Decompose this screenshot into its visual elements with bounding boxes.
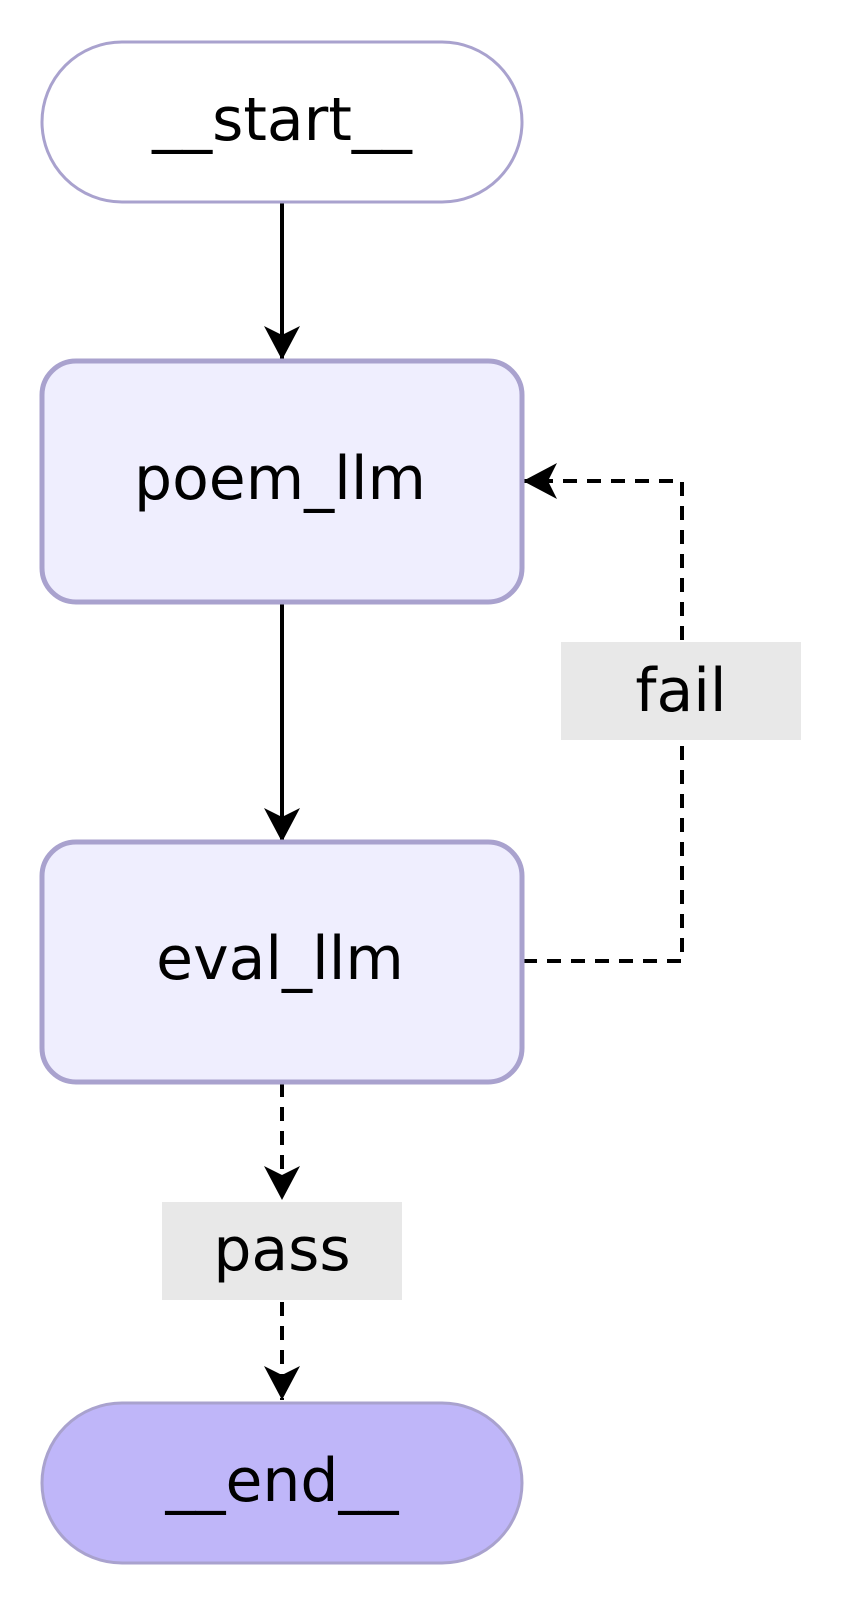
node-start-shape xyxy=(40,40,524,204)
node-end-shape xyxy=(40,1401,524,1565)
node-poem-llm[interactable]: poem_llm xyxy=(39,358,525,605)
node-poem-llm-shape xyxy=(39,358,525,605)
node-eval-llm-shape xyxy=(39,839,525,1085)
node-end-label: __end__ xyxy=(164,1446,399,1516)
node-end[interactable]: __end__ xyxy=(40,1401,524,1565)
node-eval-llm[interactable]: eval_llm xyxy=(39,839,525,1085)
edge-label-pass-text: pass xyxy=(213,1215,350,1285)
edge-label-fail-background xyxy=(561,642,801,740)
node-eval-llm-label: eval_llm xyxy=(156,924,404,994)
edge-label-pass: pass xyxy=(162,1202,402,1300)
edge-eval-llm-fail-to-poem-llm xyxy=(523,463,684,963)
edge-label-pass-background xyxy=(162,1202,402,1300)
edge-label-fail-text: fail xyxy=(635,656,726,726)
node-start-label: __start__ xyxy=(151,85,413,155)
node-start[interactable]: __start__ xyxy=(40,40,524,204)
edge-label-fail: fail xyxy=(561,642,801,740)
node-poem-llm-label: poem_llm xyxy=(134,444,426,514)
